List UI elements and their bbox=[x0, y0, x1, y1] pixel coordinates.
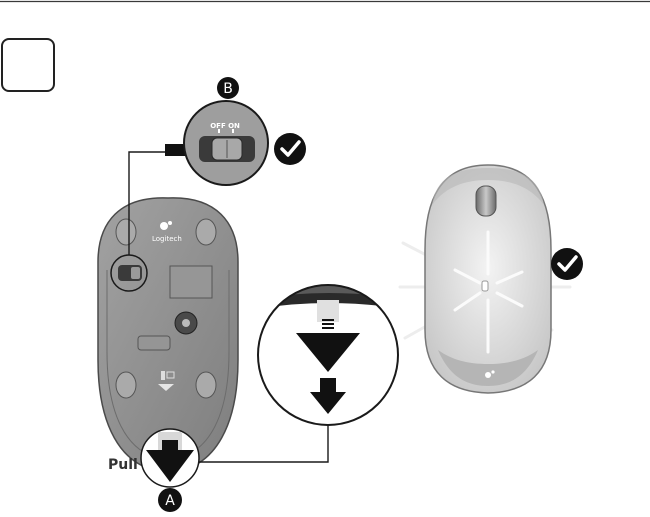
callout-badge-a: A bbox=[158, 488, 182, 512]
step-box bbox=[2, 39, 54, 91]
pull-detail-closeup bbox=[250, 280, 410, 425]
brand-label: Logitech bbox=[152, 235, 182, 243]
pull-tab-closeup bbox=[141, 429, 199, 487]
switch-off-label: OFF bbox=[210, 122, 226, 130]
check-circle-icon bbox=[274, 133, 306, 165]
callout-badge-b: B bbox=[217, 77, 239, 99]
switch-on-label: ON bbox=[228, 122, 240, 130]
callout-b-label: B bbox=[223, 81, 233, 97]
check-circle-icon-2 bbox=[551, 248, 583, 280]
callout-a-label: A bbox=[165, 493, 175, 509]
pull-label: Pull bbox=[108, 457, 138, 473]
mouse-top bbox=[400, 165, 570, 393]
switch-closeup: OFF ON bbox=[184, 101, 268, 185]
